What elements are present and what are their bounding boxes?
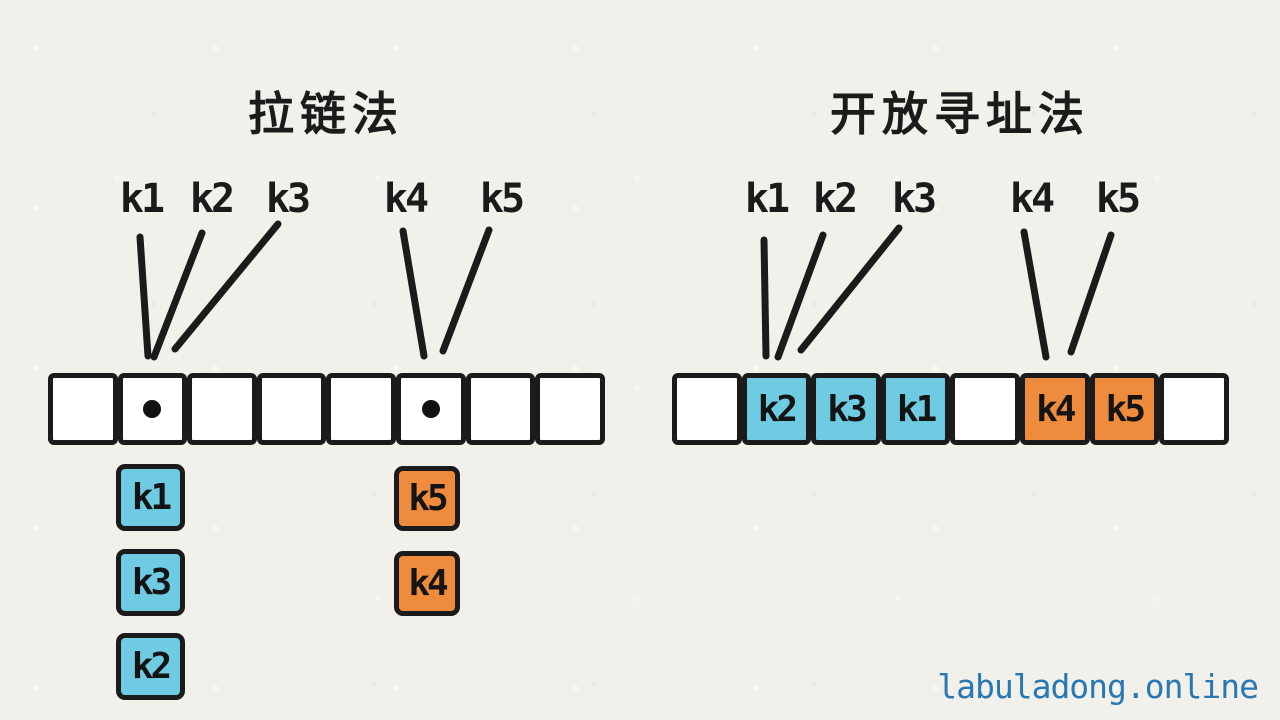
chain-pointer-dot — [143, 400, 162, 418]
pointer-line-left-k5 — [439, 226, 493, 355]
pointer-line-left-k3 — [171, 220, 282, 353]
bucket-cell-6: k5 — [1089, 373, 1160, 445]
bucket-cell-7 — [1159, 373, 1229, 445]
bucket-cell-3: k1 — [880, 373, 951, 445]
bucket-cell-2: k3 — [811, 373, 881, 445]
right-panel-title: 开放寻址法 — [830, 88, 1090, 140]
bucket-cell-4 — [326, 373, 396, 445]
bucket-cell-2 — [187, 373, 257, 445]
bucket-cell-6 — [465, 373, 536, 445]
chaining-bucket-array — [48, 373, 605, 445]
right-key-k5: k5 — [1095, 176, 1141, 222]
chain-node-k5: k5 — [394, 466, 460, 531]
bucket-cell-4 — [950, 373, 1020, 445]
right-key-k1: k1 — [744, 176, 790, 222]
left-key-k5: k5 — [479, 176, 525, 222]
left-key-k3: k3 — [265, 176, 311, 222]
bucket-cell-0 — [48, 373, 118, 445]
open-addressing-bucket-array: k2 k3 k1 k4 k5 — [672, 373, 1229, 445]
chain-node-k4: k4 — [394, 551, 460, 616]
right-key-k4: k4 — [1009, 176, 1055, 222]
bucket-cell-0 — [672, 373, 742, 445]
bucket-cell-5: k4 — [1019, 373, 1090, 445]
chain-node-k2: k2 — [116, 633, 185, 700]
left-panel-title: 拉链法 — [248, 88, 404, 140]
right-key-k3: k3 — [891, 176, 937, 222]
pointer-line-right-k3 — [797, 224, 903, 354]
pointer-line-left-k1 — [136, 233, 152, 360]
bucket-cell-7 — [535, 373, 605, 445]
pointer-line-left-k4 — [399, 227, 428, 360]
bucket-cell-1 — [117, 373, 188, 445]
chain-node-k1: k1 — [116, 464, 185, 531]
site-watermark: labuladong.online — [937, 667, 1259, 706]
right-key-k2: k2 — [812, 176, 858, 222]
pointer-line-right-k4 — [1020, 228, 1050, 361]
left-key-k2: k2 — [189, 176, 235, 222]
left-key-k1: k1 — [119, 176, 165, 222]
pointer-line-right-k2 — [774, 231, 827, 361]
chain-node-k3: k3 — [116, 549, 185, 616]
pointer-line-right-k1 — [760, 236, 770, 360]
bucket-cell-3 — [256, 373, 327, 445]
chain-pointer-dot — [421, 400, 440, 418]
bucket-cell-1: k2 — [741, 373, 812, 445]
left-key-k4: k4 — [383, 176, 429, 222]
pointer-line-right-k5 — [1067, 231, 1115, 356]
pointer-line-left-k2 — [150, 229, 206, 361]
bucket-cell-5 — [395, 373, 466, 445]
